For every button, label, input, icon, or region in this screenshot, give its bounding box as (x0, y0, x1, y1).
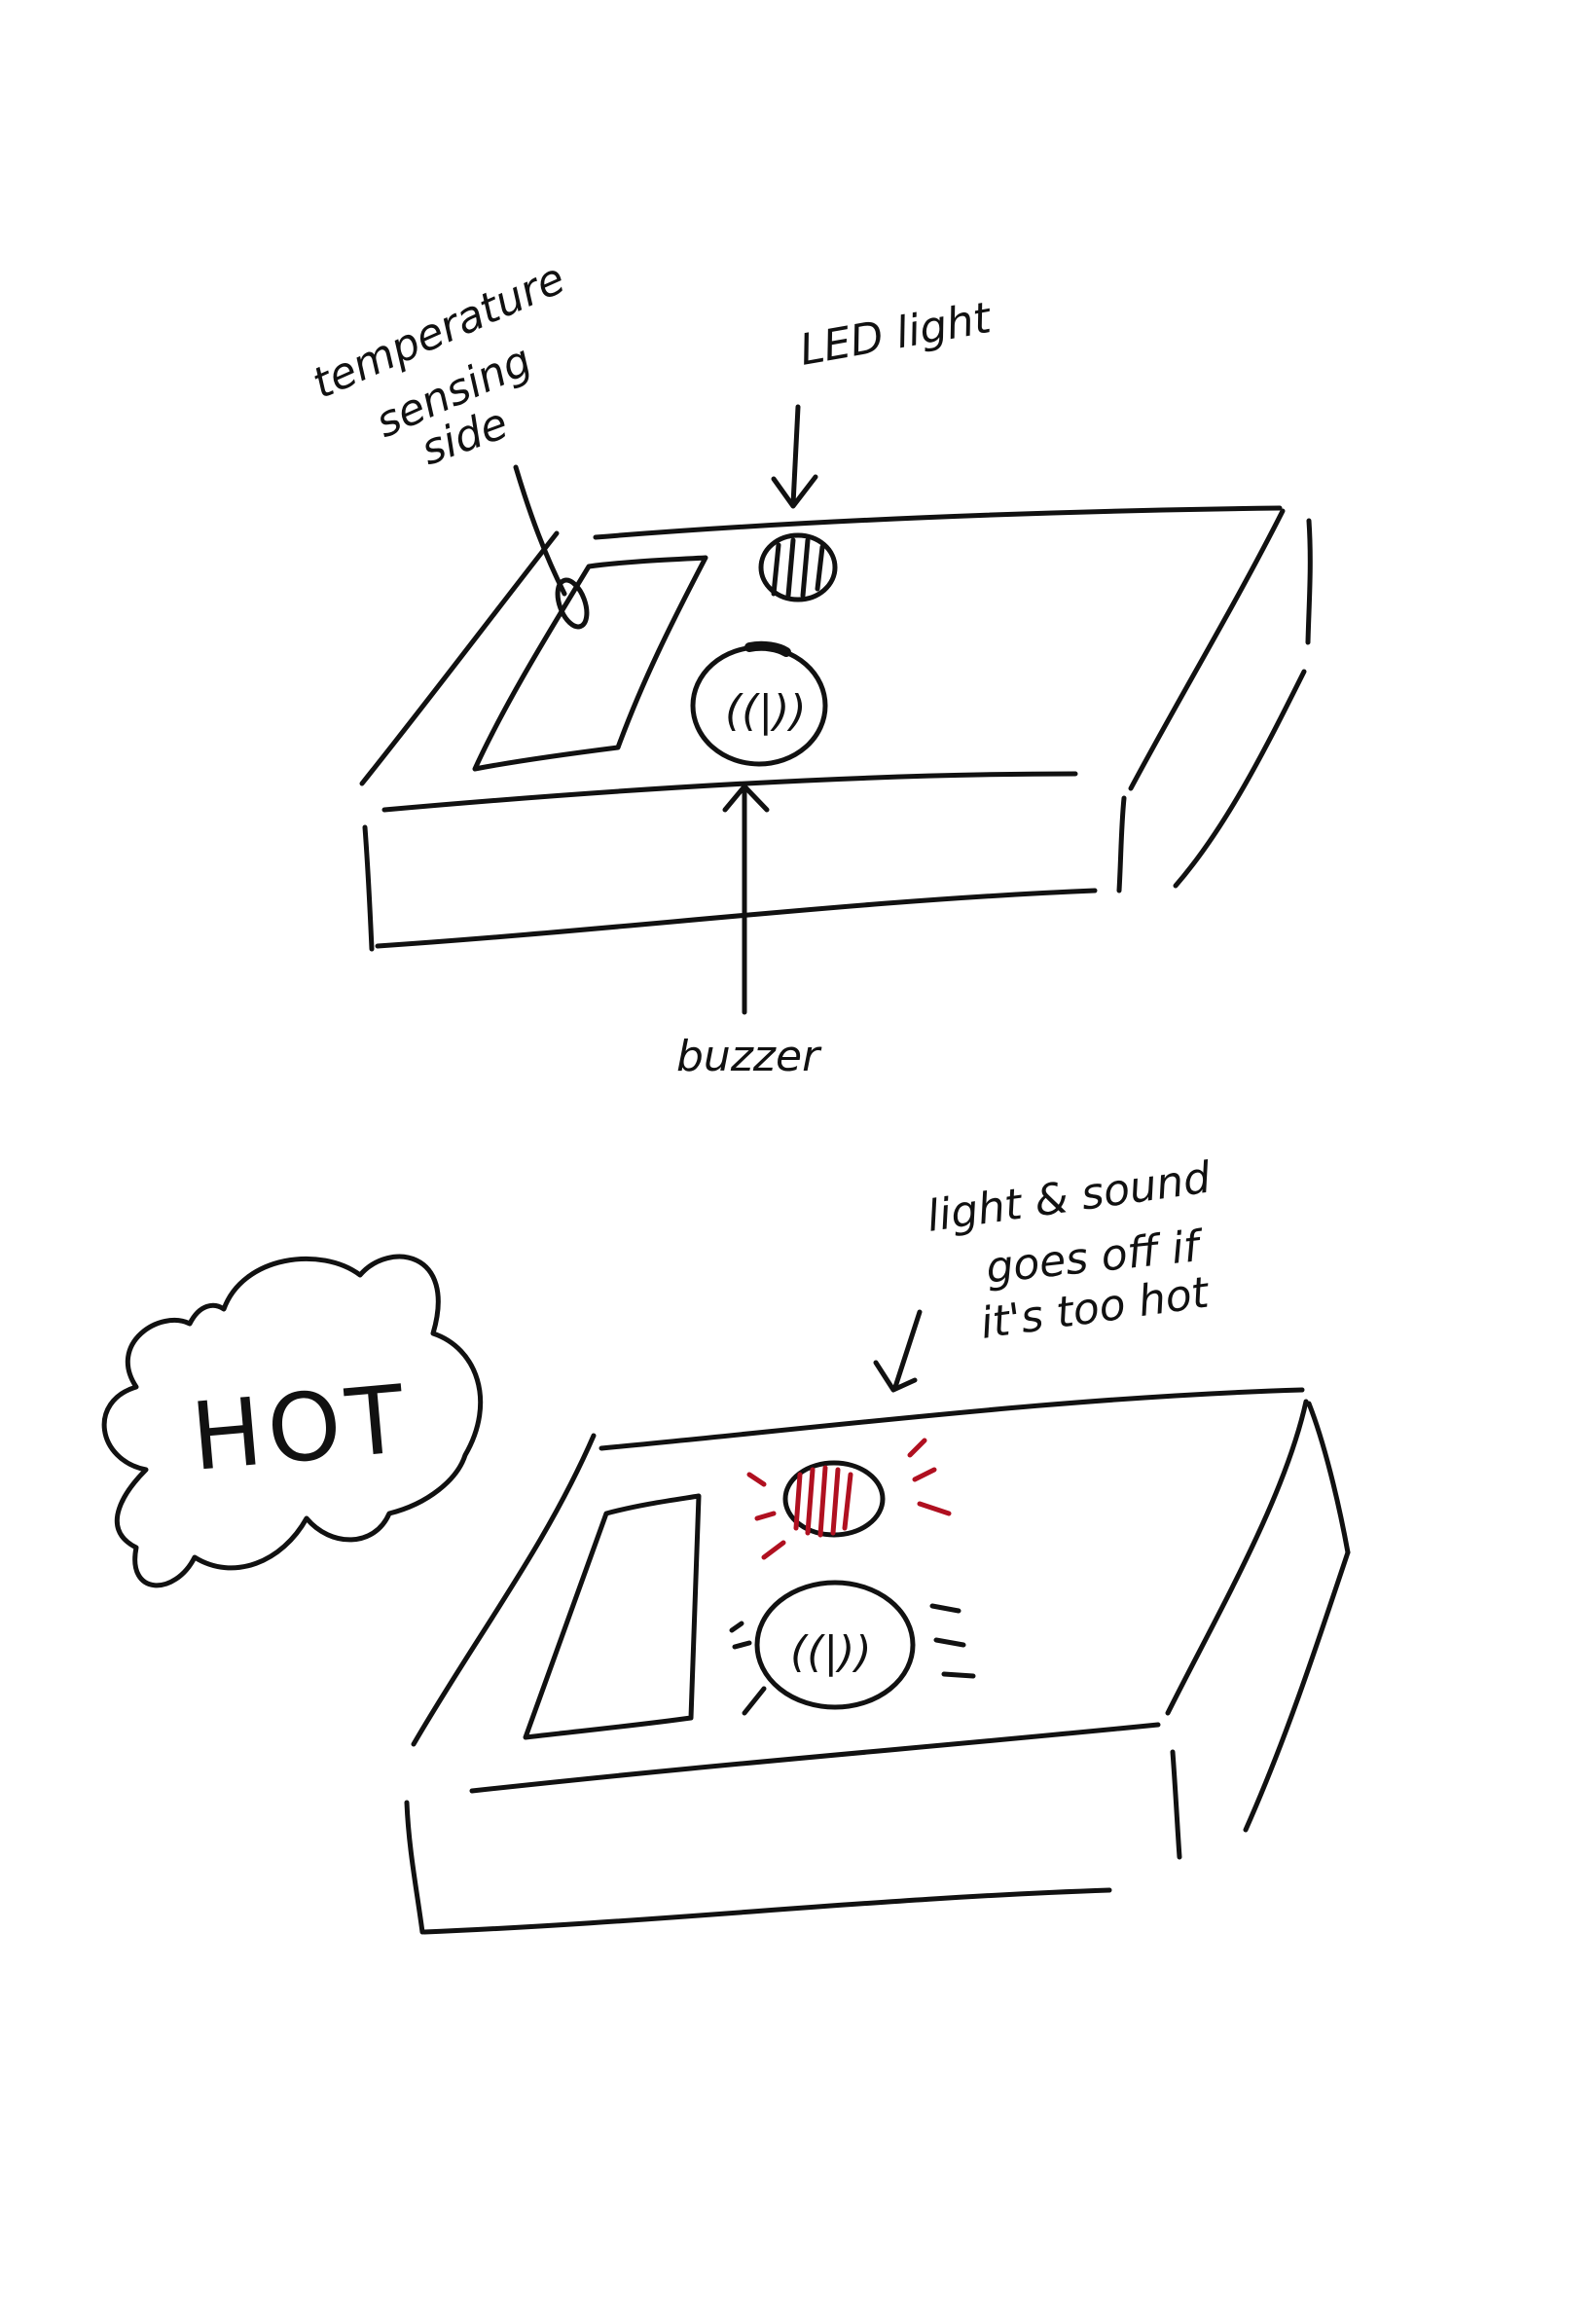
device-alert-back-edge (598, 1387, 1305, 1451)
label-buzzer: buzzer (676, 1032, 822, 1081)
device-alert-front-left (404, 1800, 425, 1935)
device-alert-right-lower-edge (1243, 1550, 1351, 1833)
device-alert-front-bottom (421, 1887, 1112, 1935)
hot-cloud: HOT (101, 1254, 484, 1588)
temperature-leader-line (513, 464, 567, 597)
device-normal-front-top (381, 771, 1078, 813)
led-light (758, 532, 838, 602)
alert-arrow (873, 1309, 923, 1393)
cloud-outline (101, 1254, 484, 1588)
device-alert-front-right (1170, 1749, 1182, 1860)
device-normal-back-edge (593, 505, 1283, 540)
temperature-leader-loop (555, 577, 590, 630)
device-normal-left-edge (359, 530, 560, 786)
device-normal: ((|)) (359, 505, 1313, 952)
buzzer-glyph: ((|)) (725, 686, 807, 736)
alert-buzzer-glyph: ((|)) (790, 1627, 872, 1677)
alert-annotation: light & sound goes off if it's too hot (924, 1152, 1215, 1348)
glow-lines-right (907, 1438, 952, 1516)
device-normal-right-edge (1128, 508, 1286, 791)
label-led-light: LED light (796, 293, 996, 376)
led-alert-glow (746, 1438, 952, 1560)
sound-lines-left (729, 1621, 767, 1716)
glow-lines-left (746, 1472, 786, 1560)
alert-temperature-sensor-panel (523, 1493, 702, 1740)
led-hatching (771, 537, 825, 599)
buzzer-top-dot (744, 640, 791, 657)
top-arrows (513, 404, 818, 1015)
temperature-sensor-panel (472, 555, 708, 772)
device-alert-right-edge (1165, 1399, 1309, 1716)
hot-label: HOT (187, 1365, 414, 1492)
device-alert: ((|)) (404, 1387, 1351, 1935)
device-normal-front-bottom (375, 888, 1098, 949)
buzzer-arrow (722, 784, 770, 1015)
alert-led-hatching (793, 1465, 853, 1538)
device-alert-left-edge (411, 1433, 597, 1747)
device-normal-right-post (1305, 518, 1313, 645)
alert-buzzer (754, 1580, 916, 1710)
device-alert-right-post (1306, 1401, 1351, 1555)
sound-lines-right (929, 1603, 976, 1679)
device-normal-right-lower-edge (1173, 669, 1307, 889)
device-normal-front-right (1116, 795, 1127, 893)
device-normal-front-left (362, 824, 375, 952)
led-arrow (771, 404, 818, 509)
device-alert-front-top (469, 1722, 1161, 1794)
